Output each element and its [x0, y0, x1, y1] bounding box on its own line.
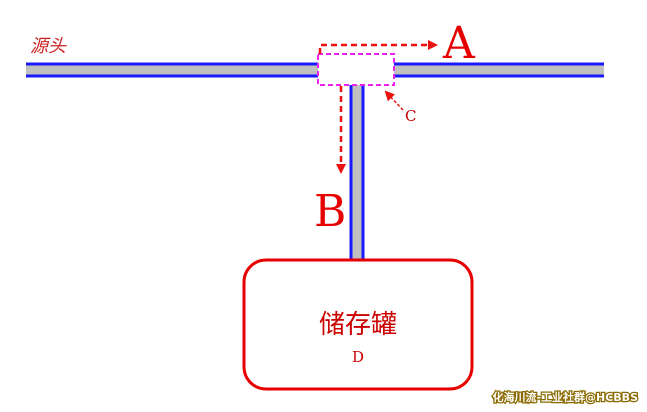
tank-id-label: D: [352, 348, 364, 366]
outlet-b-label: B: [314, 186, 346, 237]
tank-name-label: 储存罐: [319, 310, 397, 340]
junction-c-label: C: [405, 107, 416, 125]
branch-pipe: [349, 77, 365, 260]
main-pipe: [26, 62, 604, 78]
junction-c-box: [317, 53, 395, 86]
source-label: 源头: [30, 36, 67, 57]
storage-tank: [242, 258, 474, 391]
pointer-arrow-c: [384, 90, 404, 111]
flow-arrow-to-a: [318, 40, 438, 54]
watermark-text: 化海川流-工业社群@HCBBS: [492, 390, 638, 404]
outlet-a-label: A: [442, 18, 476, 69]
